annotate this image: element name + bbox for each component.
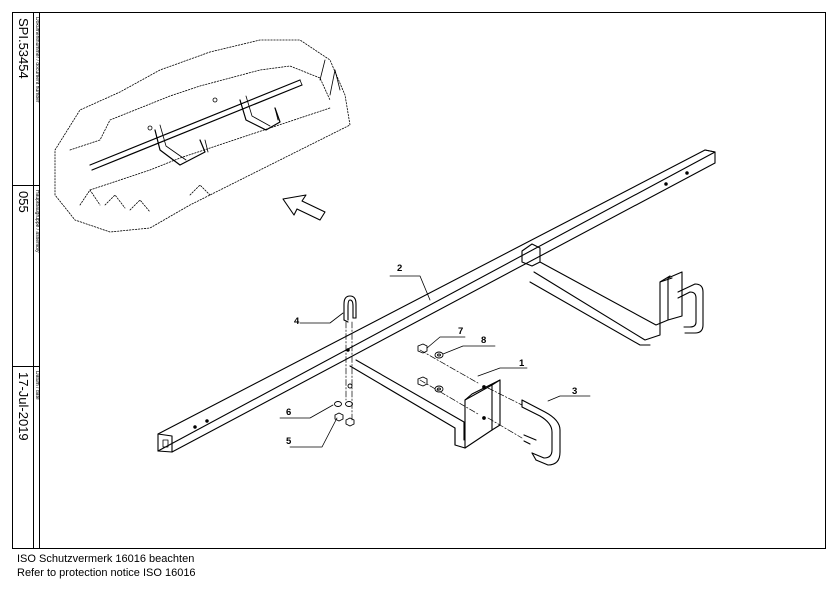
callout-5: 5 [286, 436, 292, 447]
callout-1: 1 [519, 358, 525, 369]
drawing-frame [12, 12, 826, 549]
callout-6: 6 [286, 407, 291, 418]
title-block-label-strip [34, 12, 40, 549]
title-block-divider [12, 366, 40, 367]
callout-7: 7 [458, 326, 463, 337]
callout-4: 4 [294, 316, 300, 327]
front-bracket [349, 359, 501, 449]
callout-labels: 1 2 3 4 5 6 7 8 [286, 263, 577, 447]
leader-lines [279, 275, 591, 448]
fasteners [334, 343, 444, 427]
overview-machine-sketch [54, 39, 351, 233]
protection-notice-en: Refer to protection notice ISO 16016 [17, 567, 196, 579]
assembly-centerlines [345, 321, 523, 439]
rear-bracket [529, 261, 704, 346]
callout-8: 8 [481, 335, 486, 346]
title-block-divider [12, 185, 40, 186]
title-block [12, 12, 34, 549]
view-direction-arrow [282, 194, 326, 221]
main-tube [157, 149, 716, 453]
protection-notice-de: ISO Schutzvermerk 16016 beachten [17, 553, 195, 565]
u-bolt-3 [521, 399, 561, 466]
callout-3: 3 [572, 386, 577, 397]
callout-2: 2 [397, 263, 402, 274]
u-bolt-4 [343, 295, 357, 323]
